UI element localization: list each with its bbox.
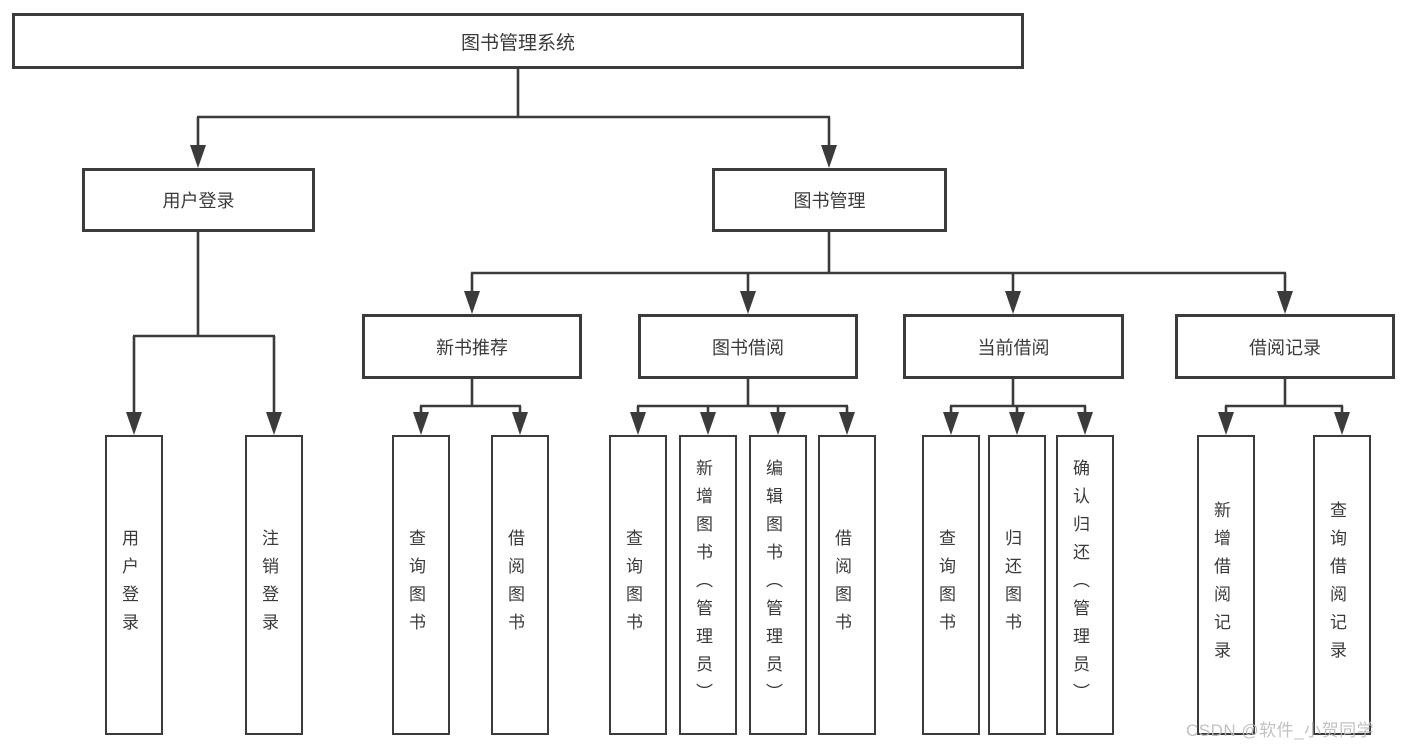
leaf-logout: 注销登录 [245,435,303,735]
leaf-label: 借阅图书 [505,529,524,641]
node-book-management: 图书管理 [712,168,947,232]
leaf-label: 查询图书 [406,529,425,641]
leaf-add-borrow-record: 新增借阅记录 [1197,435,1255,735]
leaf-label: 查询图书 [623,529,642,641]
leaf-query-books-current: 查询图书 [922,435,980,735]
leaf-query-books-recommend: 查询图书 [392,435,450,735]
leaf-label: 借阅图书 [832,529,851,641]
leaf-borrow-books-recommend: 借阅图书 [491,435,549,735]
leaf-label: 用户登录 [119,529,138,641]
leaf-return-book: 归还图书 [988,435,1046,735]
node-current-borrowing: 当前借阅 [903,314,1124,379]
leaf-edit-book-admin: 编辑图书（管理员） [749,435,807,735]
leaf-label: 新增图书（管理员） [693,459,712,711]
leaf-user-login: 用户登录 [105,435,163,735]
leaf-borrow-books-borrowing: 借阅图书 [818,435,876,735]
node-user-login: 用户登录 [82,168,315,232]
node-borrow-records: 借阅记录 [1175,314,1395,379]
leaf-add-book-admin: 新增图书（管理员） [679,435,737,735]
node-book-borrowing: 图书借阅 [638,314,858,379]
leaf-label: 注销登录 [259,529,278,641]
leaf-label: 查询借阅记录 [1327,501,1346,669]
leaf-label: 编辑图书（管理员） [763,459,782,711]
leaf-label: 确认归还（管理员） [1070,459,1089,711]
leaf-query-books-borrowing: 查询图书 [609,435,667,735]
watermark: CSDN @软件_小贺同学 [1186,721,1375,740]
node-library-system: 图书管理系统 [12,13,1024,69]
leaf-confirm-return-admin: 确认归还（管理员） [1056,435,1114,735]
leaf-label: 新增借阅记录 [1211,501,1230,669]
leaf-label: 归还图书 [1002,529,1021,641]
node-new-book-recommend: 新书推荐 [362,314,582,379]
leaf-query-borrow-record: 查询借阅记录 [1313,435,1371,735]
leaf-label: 查询图书 [936,529,955,641]
